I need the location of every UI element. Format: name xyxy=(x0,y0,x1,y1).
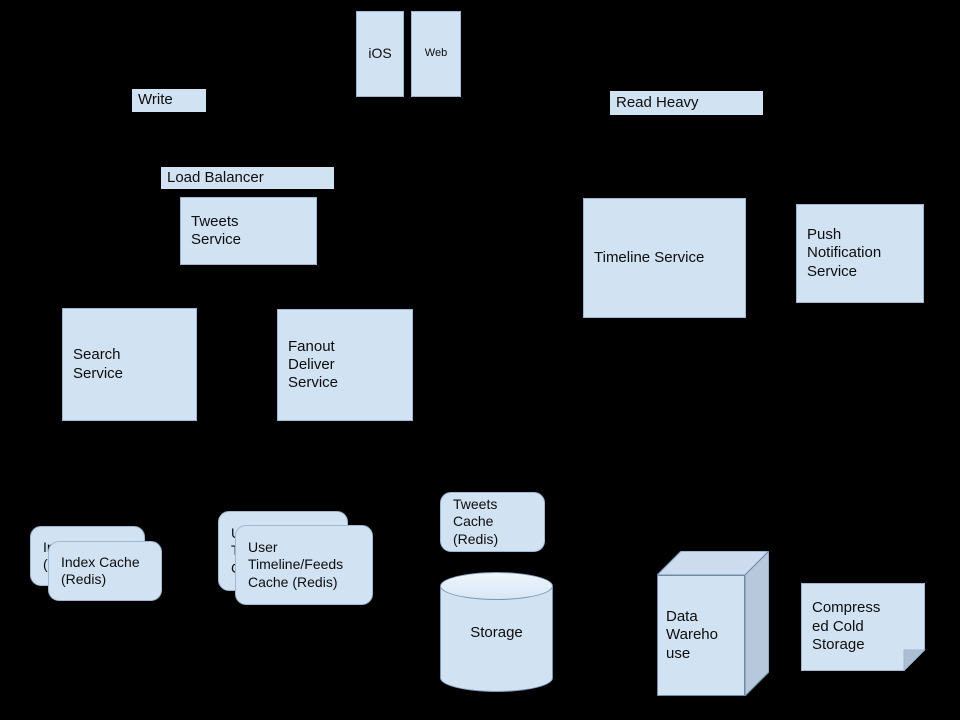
node-ios[interactable]: iOS xyxy=(356,11,404,97)
node-push-notification-service[interactable]: Push Notification Service xyxy=(796,204,924,303)
node-compressed-cold-storage-label: Compress ed Cold Storage xyxy=(812,598,881,654)
label-read-heavy[interactable]: Read Heavy xyxy=(610,91,763,115)
node-index-cache[interactable]: Index Cache (Redis) xyxy=(48,541,162,601)
label-load-balancer[interactable]: Load Balancer xyxy=(161,167,334,189)
label-write[interactable]: Write xyxy=(132,89,206,112)
node-compressed-cold-storage[interactable]: Compress ed Cold Storage xyxy=(801,583,925,671)
node-web[interactable]: Web xyxy=(411,11,461,97)
cylinder-top-ellipse xyxy=(440,572,553,600)
cube-3d-faces xyxy=(657,551,769,696)
node-timeline-service[interactable]: Timeline Service xyxy=(583,198,746,318)
node-storage-label: Storage xyxy=(470,623,523,641)
note-folded-corner-shape xyxy=(801,583,925,671)
cylinder-body xyxy=(440,586,553,692)
node-fanout-deliver-service[interactable]: Fanout Deliver Service xyxy=(277,309,413,421)
node-storage[interactable]: Storage xyxy=(440,572,553,692)
node-tweets-cache[interactable]: Tweets Cache (Redis) xyxy=(440,492,545,552)
node-search-service[interactable]: Search Service xyxy=(62,308,197,421)
node-tweets-service[interactable]: Tweets Service xyxy=(180,197,317,265)
node-user-timeline-cache[interactable]: User Timeline/Feeds Cache (Redis) xyxy=(235,525,373,605)
cube-front-face xyxy=(657,575,745,696)
node-data-warehouse-label: Data Wareho use xyxy=(666,608,718,662)
node-data-warehouse[interactable]: Data Wareho use xyxy=(657,551,769,696)
